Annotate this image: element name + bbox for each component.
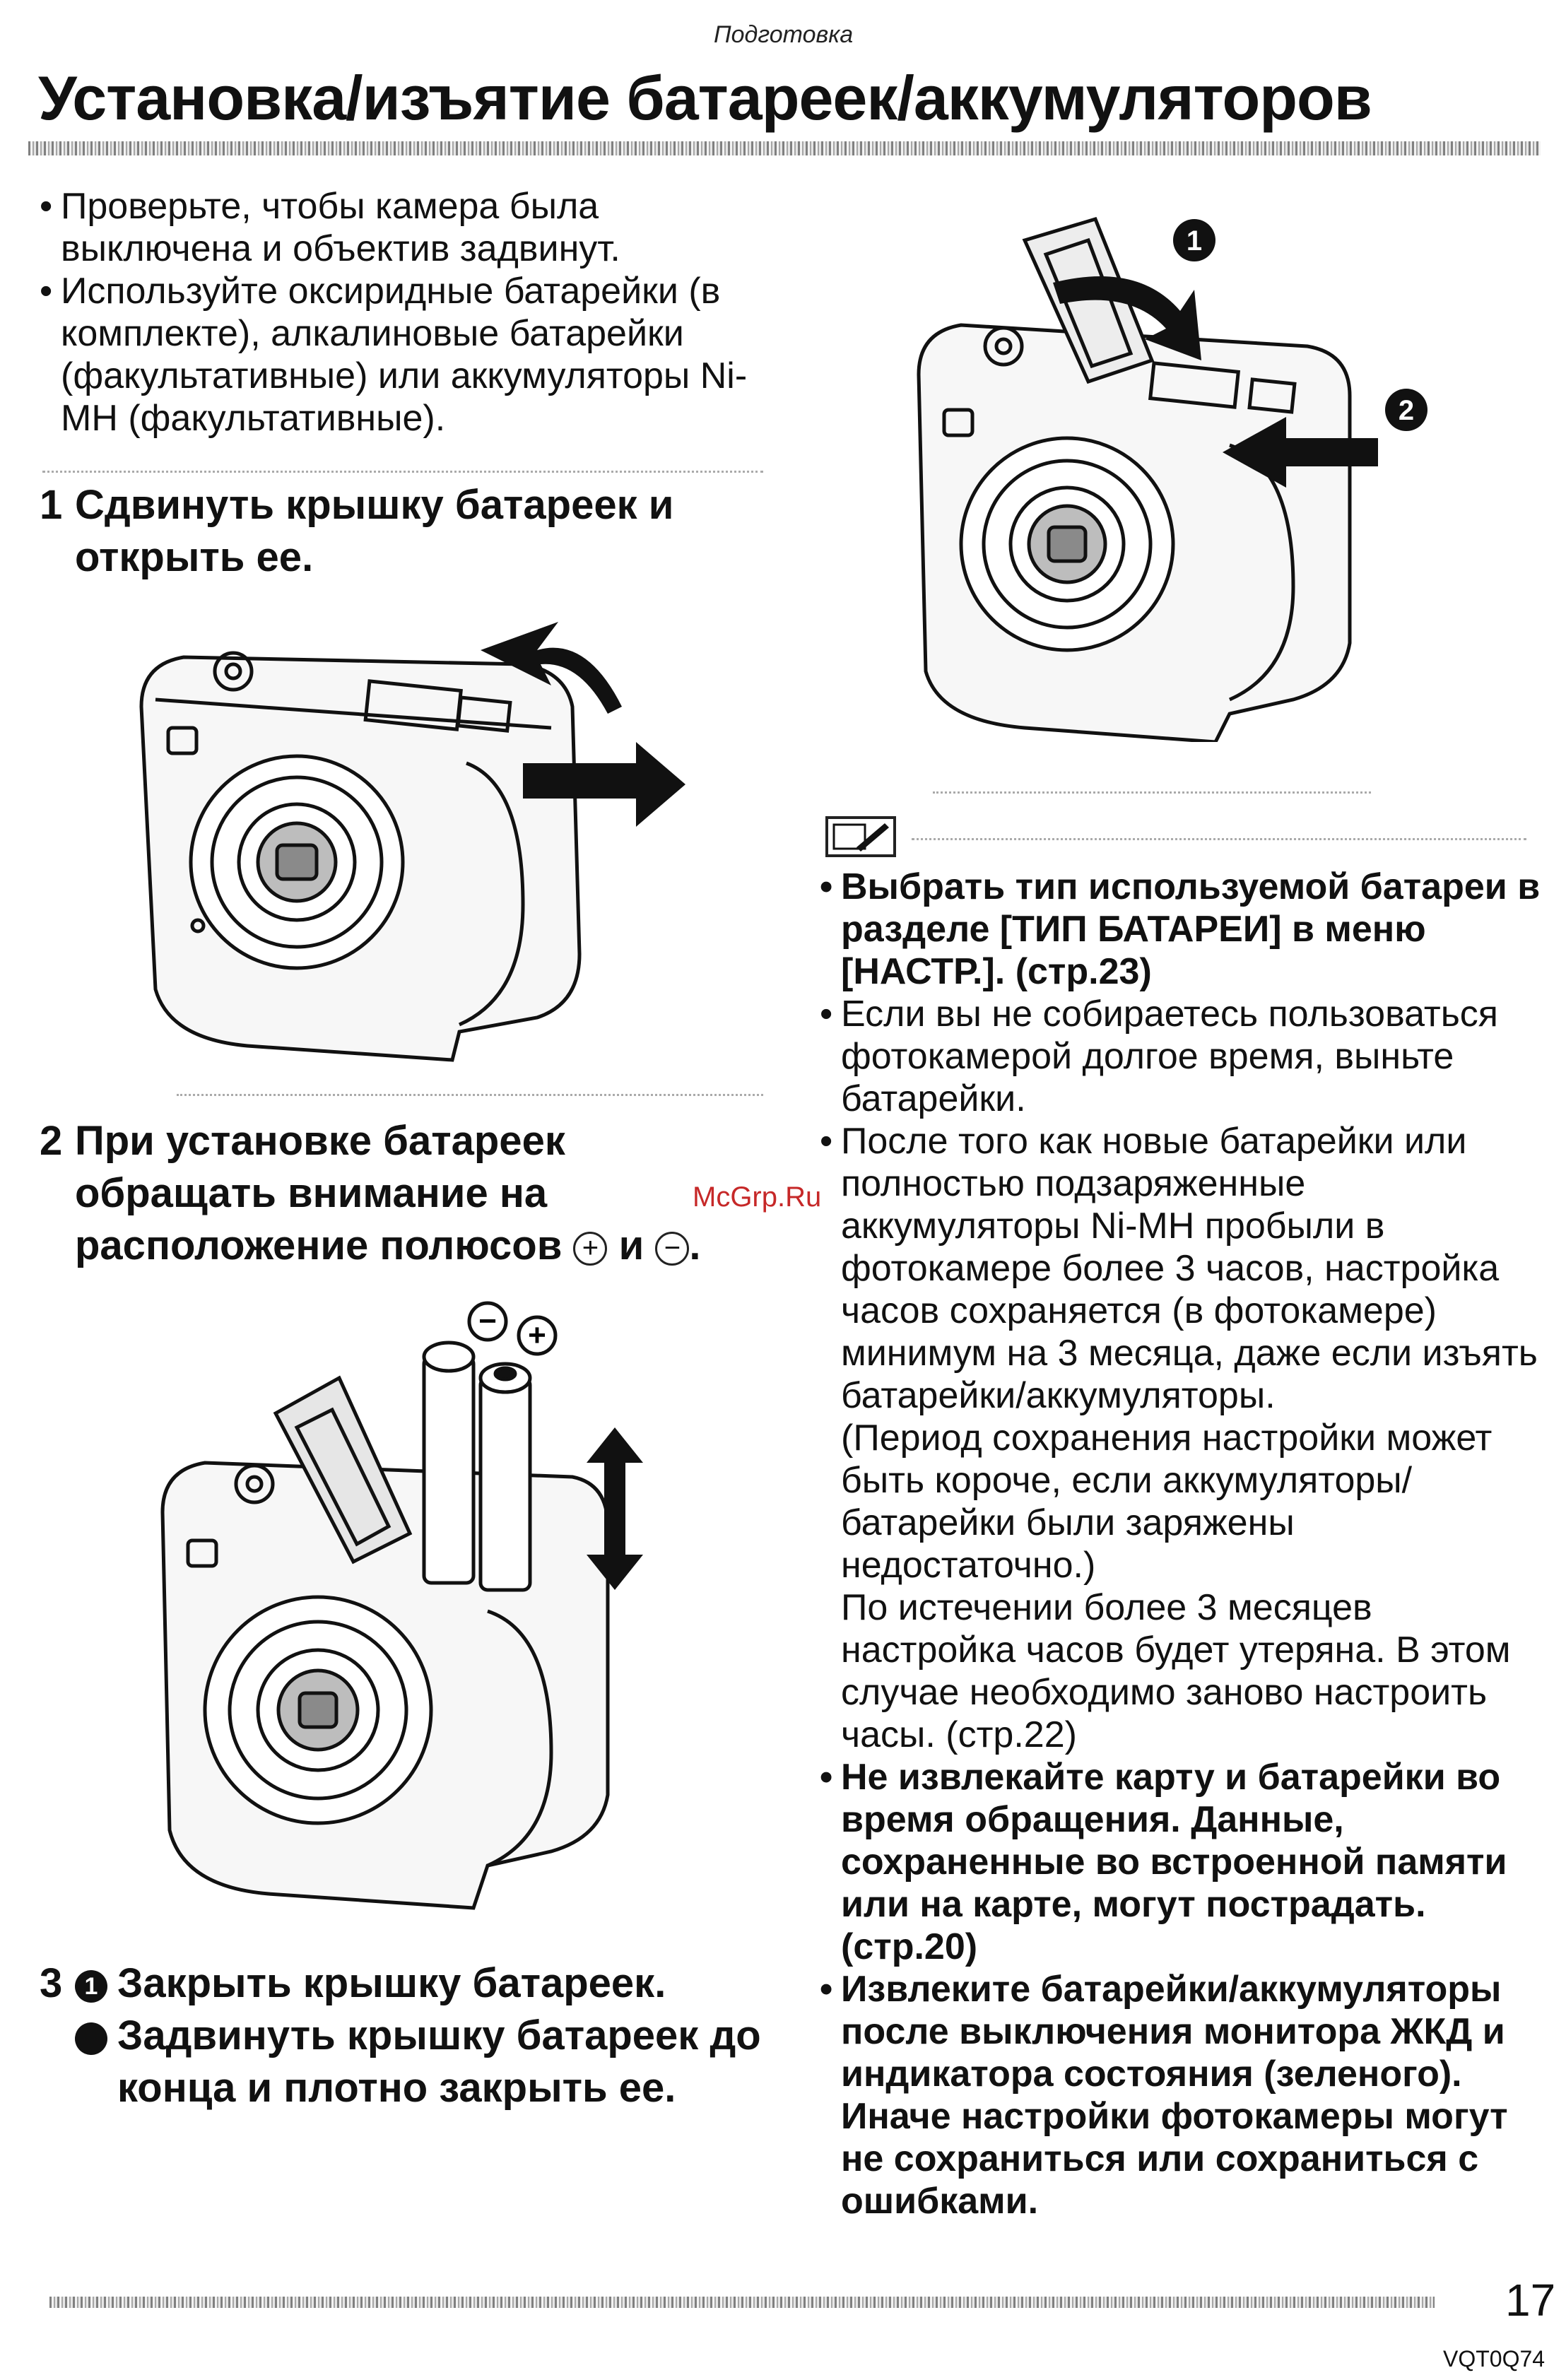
note: После того как новые батарейки или полно…: [820, 1120, 1541, 1417]
section-label: Подготовка: [714, 21, 854, 48]
step-number: 3: [40, 1960, 63, 2006]
step-text: При установке батареек обращать внимание…: [40, 1115, 775, 1272]
notes-list: Выбрать тип используемой батареи в разде…: [820, 866, 1541, 2222]
note-bold: Не извлекайте карту и батарейки во время…: [820, 1756, 1541, 1968]
figure-marker-1: 1: [1187, 225, 1202, 257]
period: .: [689, 1223, 701, 1268]
circled-number-1: 1: [75, 1969, 107, 2003]
intro-list: Проверьте, чтобы камера была выключена и…: [40, 185, 775, 440]
minus-pole-symbol: −: [655, 1231, 690, 1266]
step-3: 3 1 Закрыть крышку батареек. 2 Задвинуть к…: [40, 1957, 775, 2114]
separator: [42, 471, 763, 473]
camera-figure-step3: 1 2: [917, 216, 1427, 742]
separator: [177, 1094, 763, 1096]
note-rule: [912, 838, 1526, 840]
camera-figure-step1: [139, 622, 685, 1062]
plus-pole-symbol: +: [573, 1231, 608, 1266]
intro-bullet-2: Используйте оксиридные батарейки (в комп…: [40, 270, 775, 440]
note-continuation: (Период сохранения настройки может быть …: [841, 1418, 1493, 1586]
note-continuation: По истечении более 3 месяцев настройка ч…: [841, 1587, 1511, 1755]
minus-marker: −: [478, 1304, 497, 1338]
polarity-markers: − +: [467, 1301, 558, 1356]
camera-figure-step2: − +: [160, 1301, 643, 1910]
note-bold: Извлеките батарейки/аккумуляторы после в…: [820, 1968, 1541, 2222]
step-number: 1: [40, 482, 63, 528]
note: Если вы не собираетесь пользоваться фото…: [820, 993, 1541, 1120]
footer-rule: [49, 2297, 1435, 2308]
circled-number-2: 2: [64, 2022, 107, 2055]
pencil-note-icon: [832, 823, 889, 852]
note-icon: [825, 816, 896, 857]
page-title: Установка/изъятие батареек/аккумуляторов: [38, 63, 1372, 133]
plus-marker: +: [528, 1318, 546, 1353]
figure-markers: 1 2: [1173, 219, 1427, 431]
document-code: VQT0Q74: [1443, 2346, 1546, 2372]
note-bold: Выбрать тип используемой батареи в разде…: [820, 866, 1541, 993]
step-substep-2: 2 Задвинуть крышку батареек до конца и пл…: [40, 2010, 775, 2114]
and-word: и: [618, 1223, 644, 1268]
step-text-main: При установке батареек обращать внимание…: [75, 1118, 565, 1268]
title-rule: [28, 141, 1541, 155]
watermark: McGrp.Ru: [693, 1182, 822, 1213]
separator: [933, 791, 1371, 794]
substep-text: Задвинуть крышку батареек до конца и пло…: [117, 2013, 761, 2111]
step-number: 2: [40, 1118, 63, 1164]
substep-text: Закрыть крышку батареек.: [117, 1960, 666, 2006]
step-1: 1 Сдвинуть крышку батареек и открыть ее.: [40, 479, 775, 584]
intro-bullet-1: Проверьте, чтобы камера была выключена и…: [40, 185, 775, 270]
figure-marker-2: 2: [1399, 395, 1414, 426]
step-substep-1: 1 Закрыть крышку батареек.: [40, 1957, 775, 2010]
step-text: Сдвинуть крышку батареек и открыть ее.: [75, 482, 674, 580]
page-number: 17: [1505, 2275, 1556, 2326]
step-2: 2 При установке батареек обращать вниман…: [40, 1115, 775, 1272]
